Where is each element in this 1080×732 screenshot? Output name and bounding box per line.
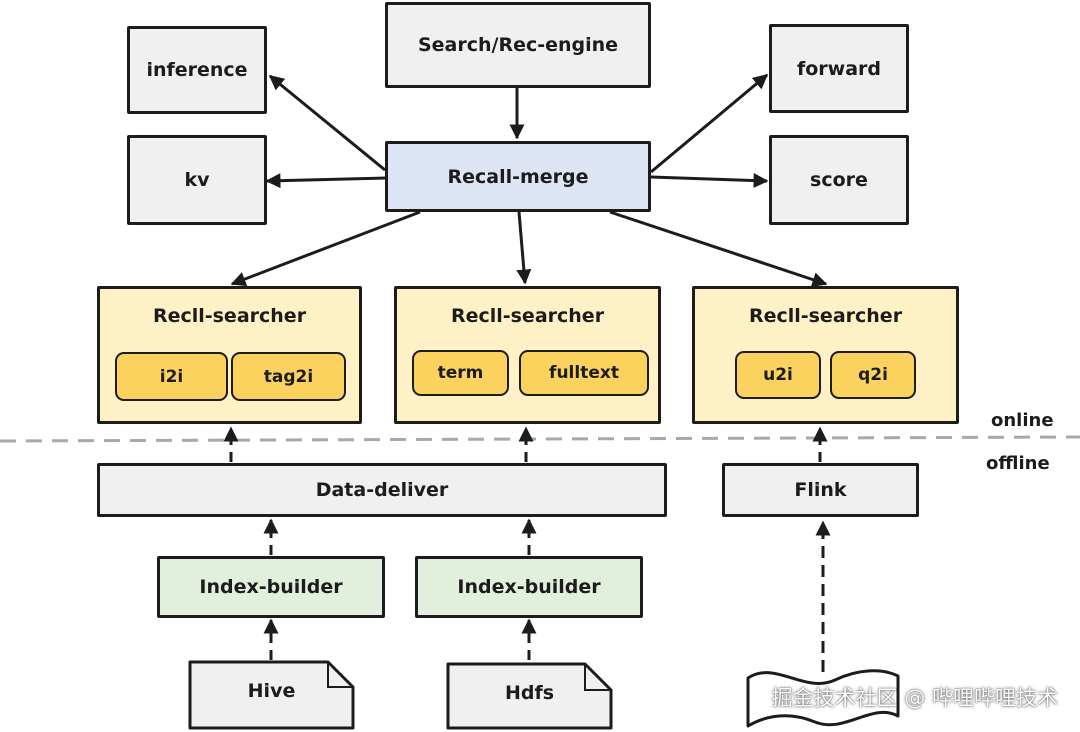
index-builder-2-label: Index-builder (457, 576, 601, 598)
hive-label: Hive (247, 680, 296, 702)
online-offline-divider (0, 435, 1080, 443)
index-builder-1-node: Index-builder (157, 556, 385, 618)
chip-q2i-label: q2i (858, 365, 888, 385)
chip-u2i: u2i (735, 351, 821, 399)
kv-label: kv (184, 169, 210, 191)
hive-document-shape (188, 660, 355, 730)
chip-term-label: term (437, 363, 484, 383)
chip-i2i: i2i (115, 352, 228, 401)
hdfs-label: Hdfs (504, 682, 555, 704)
chip-fulltext-label: fulltext (549, 363, 619, 383)
arrow-merge-to-score (650, 173, 769, 189)
chip-q2i: q2i (830, 351, 916, 399)
stream-wave-shape (746, 669, 900, 728)
hdfs-fold (584, 664, 611, 691)
chip-fulltext: fulltext (519, 350, 649, 396)
score-label: score (810, 169, 868, 191)
index-builder-1-label: Index-builder (199, 576, 343, 598)
chip-term: term (412, 350, 509, 396)
index-builder-2-node: Index-builder (415, 556, 643, 618)
recall-merge-node: Recall-merge (385, 141, 651, 212)
flink-label: Flink (794, 479, 847, 501)
forward-label: forward (796, 57, 882, 80)
chip-u2i-label: u2i (763, 365, 793, 385)
hive-fold (327, 662, 353, 688)
inference-node: inference (127, 26, 267, 114)
chip-tag2i: tag2i (231, 352, 346, 401)
recall-merge-label: Recall-merge (447, 165, 589, 188)
arrow-merge-to-inference (268, 74, 386, 172)
hdfs-document-shape (446, 662, 613, 730)
arrow-merge-to-searcher-1 (230, 210, 421, 287)
chip-tag2i-label: tag2i (263, 366, 314, 387)
data-deliver-node: Data-deliver (97, 463, 667, 517)
search-rec-engine-label: Search/Rec-engine (417, 34, 619, 56)
arrow-merge-to-searcher-2 (516, 211, 532, 285)
searcher-1-title: Recll-searcher (152, 305, 307, 327)
searcher-2-title: Recll-searcher (450, 305, 605, 327)
data-deliver-label: Data-deliver (315, 479, 449, 501)
recall-searcher-2: Recll-searcher term fulltext (394, 286, 661, 424)
recall-searcher-3: Recll-searcher u2i q2i (692, 286, 959, 424)
arrow-merge-to-kv (265, 173, 386, 189)
arrow-merge-to-searcher-3 (609, 210, 828, 287)
score-node: score (769, 135, 909, 225)
search-rec-engine-node: Search/Rec-engine (385, 2, 651, 88)
forward-node: forward (769, 24, 909, 113)
recall-searcher-1: Recll-searcher i2i tag2i (97, 286, 362, 424)
watermark: 掘金技术社区 @ 哔哩哔哩技术 (771, 686, 1058, 710)
flink-node: Flink (722, 463, 919, 517)
offline-label: offline (986, 453, 1050, 474)
kv-node: kv (127, 135, 267, 225)
searcher-3-title: Recll-searcher (748, 305, 903, 327)
online-label: online (991, 410, 1054, 431)
chip-i2i-label: i2i (159, 366, 184, 387)
arrow-merge-to-forward (650, 73, 769, 174)
inference-label: inference (146, 59, 248, 81)
